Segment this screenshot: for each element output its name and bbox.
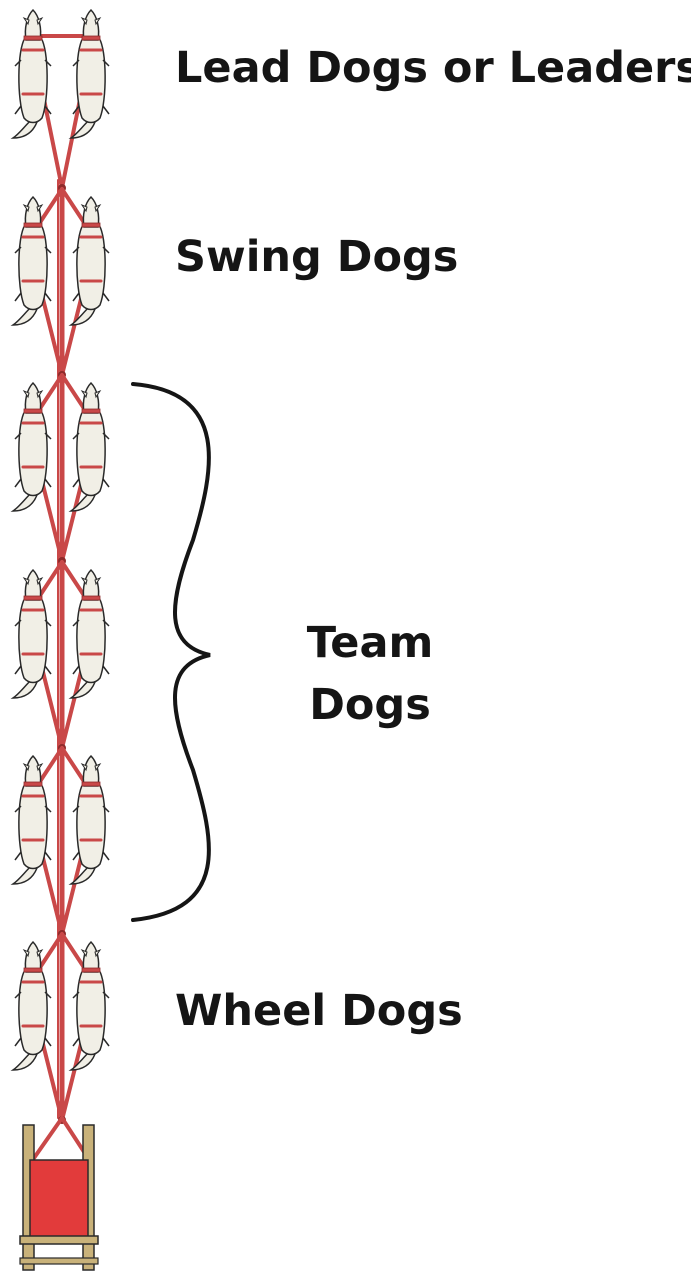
dog-collar — [81, 967, 101, 973]
dog-ear — [80, 948, 88, 958]
team-dogs-label: Team Dogs — [250, 612, 490, 736]
dog-legs — [72, 432, 110, 488]
dog-collar — [81, 781, 101, 787]
dog-collar — [81, 35, 101, 41]
dog-body — [18, 224, 48, 311]
wheel-dogs-label: Wheel Dogs — [175, 986, 463, 1036]
dog — [10, 8, 52, 139]
dog-collar — [81, 595, 101, 601]
dog-legs — [14, 59, 52, 115]
dog-head — [24, 8, 42, 41]
team-dogs-label-line2: Dogs — [309, 680, 431, 730]
dog-ear — [36, 16, 44, 26]
dog-ear — [80, 389, 88, 399]
dog-head — [24, 195, 42, 228]
dog — [10, 568, 52, 699]
dog-collar — [23, 781, 43, 787]
dog-ear — [22, 16, 30, 26]
sled-basket — [29, 1159, 89, 1243]
dog-collar — [23, 595, 43, 601]
dog — [68, 754, 110, 885]
dog-body — [18, 783, 48, 870]
dog-legs — [72, 805, 110, 861]
sled-crossbar — [19, 1235, 99, 1245]
dog — [68, 568, 110, 699]
dog-legs — [14, 246, 52, 302]
dog-head — [24, 940, 42, 973]
dog-body — [76, 783, 106, 870]
team-dogs-label-line1: Team — [306, 618, 434, 668]
dog-ear — [94, 389, 102, 399]
dog — [10, 195, 52, 326]
dog-body — [76, 597, 106, 684]
dog-collar — [23, 408, 43, 414]
sled-bottom-bar — [19, 1257, 99, 1265]
dog-legs — [14, 805, 52, 861]
dog — [10, 381, 52, 512]
dog-body — [18, 969, 48, 1056]
dog-ear — [80, 203, 88, 213]
dog-head — [82, 940, 100, 973]
dog — [68, 940, 110, 1071]
swing-dogs-label: Swing Dogs — [175, 232, 459, 282]
dog-ear — [80, 16, 88, 26]
dog-body — [76, 224, 106, 311]
dog-ear — [36, 762, 44, 772]
dog-collar — [81, 408, 101, 414]
dog-legs — [72, 246, 110, 302]
dog-body — [18, 597, 48, 684]
lead-dogs-label: Lead Dogs or Leaders — [175, 43, 691, 93]
dog — [68, 195, 110, 326]
dog — [10, 754, 52, 885]
dog-collar — [23, 967, 43, 973]
dog-body — [18, 37, 48, 124]
dog-head — [82, 381, 100, 414]
dog-ear — [94, 762, 102, 772]
dog-ear — [94, 16, 102, 26]
dog — [68, 381, 110, 512]
dog-ear — [94, 948, 102, 958]
dog-ear — [94, 576, 102, 586]
dog-head — [24, 568, 42, 601]
dog-ear — [22, 576, 30, 586]
dog-head — [82, 8, 100, 41]
dog-legs — [72, 619, 110, 675]
dog — [68, 8, 110, 139]
dog-body — [76, 410, 106, 497]
dog-ear — [22, 762, 30, 772]
dog-collar — [81, 222, 101, 228]
dog-ear — [22, 948, 30, 958]
sled — [19, 1124, 99, 1271]
dog-collar — [23, 222, 43, 228]
dog-ear — [22, 203, 30, 213]
sled-bridle — [32, 1116, 64, 1160]
dog-ear — [36, 389, 44, 399]
dog-ear — [80, 576, 88, 586]
dog-head — [82, 195, 100, 228]
dog-body — [76, 37, 106, 124]
dog-head — [24, 754, 42, 787]
dog-legs — [72, 59, 110, 115]
dog-collar — [23, 35, 43, 41]
dog-ear — [36, 948, 44, 958]
dog — [10, 940, 52, 1071]
dog-body — [18, 410, 48, 497]
dog-ear — [94, 203, 102, 213]
team-dogs-brace — [131, 382, 211, 922]
dog-head — [82, 754, 100, 787]
dog-head — [82, 568, 100, 601]
dog-legs — [14, 432, 52, 488]
dog-legs — [72, 991, 110, 1047]
dog-head — [24, 381, 42, 414]
dog-ear — [36, 203, 44, 213]
dog-legs — [14, 991, 52, 1047]
dog-ear — [80, 762, 88, 772]
dog-ear — [22, 389, 30, 399]
dog-legs — [14, 619, 52, 675]
dog-body — [76, 969, 106, 1056]
dog-team — [10, 8, 110, 1071]
dog-ear — [36, 576, 44, 586]
